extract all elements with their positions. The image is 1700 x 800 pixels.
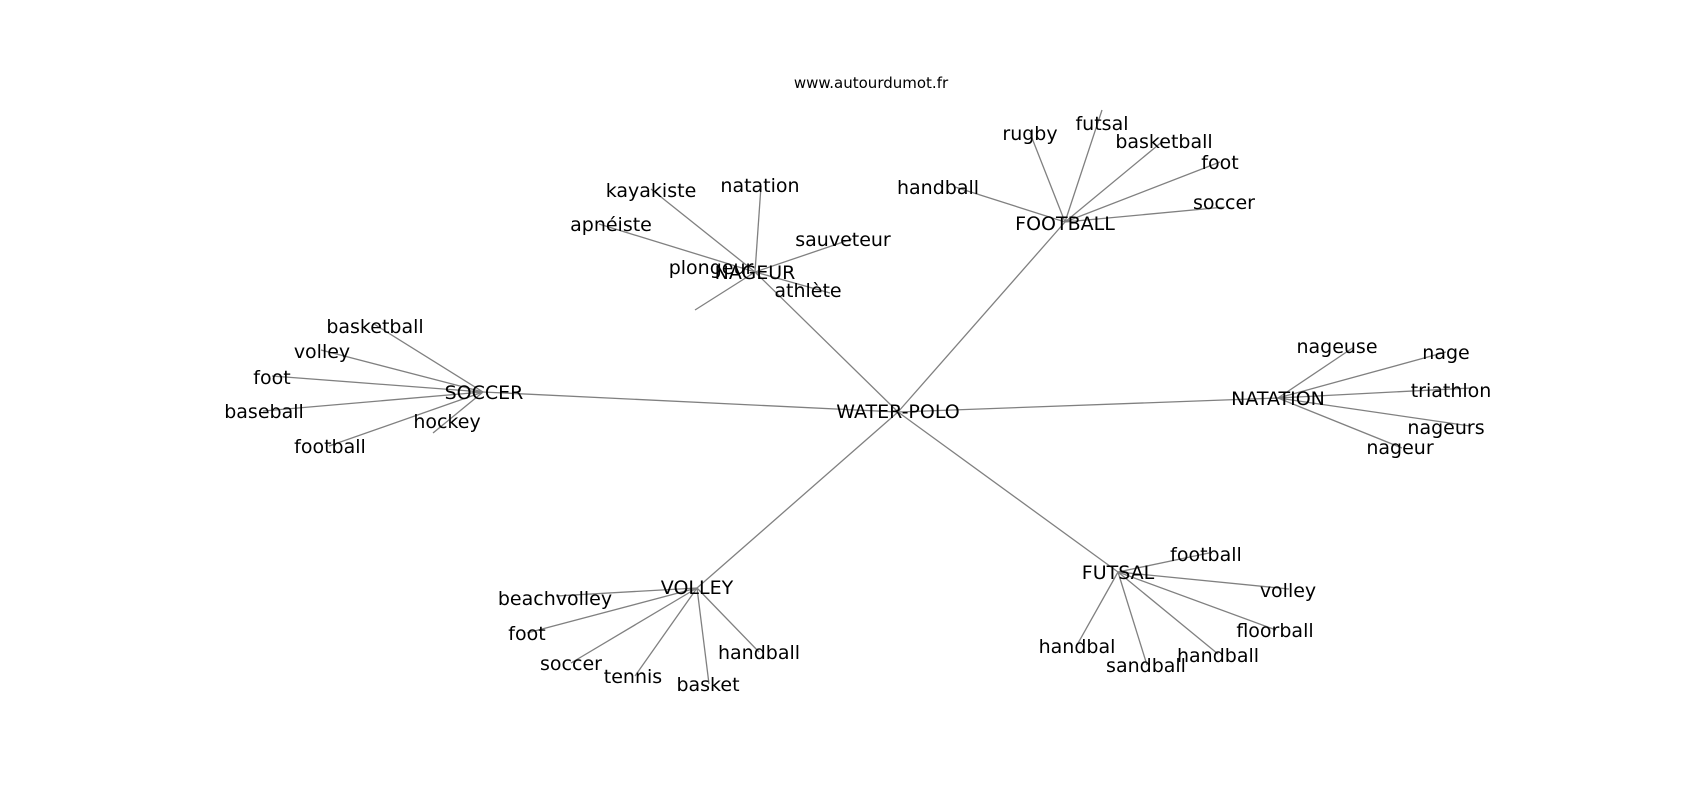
leaf-word: soccer	[540, 653, 602, 675]
edge-football-5	[1064, 206, 1226, 223]
leaf-word: sauveteur	[795, 229, 891, 251]
leaf-word: football	[294, 436, 366, 458]
edge-nageur-1	[650, 188, 756, 273]
hub-node-futsal: FUTSAL	[1082, 562, 1155, 584]
edge-center-futsal	[897, 411, 1119, 573]
leaf-word: basketball	[1115, 131, 1212, 153]
hub-node-football: FOOTBALL	[1015, 213, 1115, 235]
edge-natation-3	[1277, 397, 1471, 427]
leaf-word: handball	[897, 177, 979, 199]
edge-nageur-5	[694, 271, 756, 311]
leaf-word: plongeur	[669, 257, 754, 279]
edge-soccer-3	[262, 391, 484, 412]
edge-center-soccer	[482, 391, 899, 413]
edge-center-football	[897, 221, 1066, 413]
edge-nageur-3	[754, 238, 853, 273]
leaf-word: natation	[720, 175, 799, 197]
edge-futsal-2	[1117, 571, 1277, 631]
leaf-word: handball	[1177, 645, 1259, 667]
leaf-word: basket	[676, 674, 739, 696]
leaf-word: handball	[718, 642, 800, 664]
leaf-word: basketball	[326, 316, 423, 338]
edge-nageur-0	[598, 223, 756, 273]
leaf-word: handbal	[1039, 636, 1116, 658]
edge-football-0	[954, 186, 1066, 223]
edge-nageur-2	[754, 185, 762, 273]
leaf-word: futsal	[1075, 113, 1128, 135]
edge-soccer-0	[373, 323, 484, 393]
leaf-word: baseball	[224, 401, 304, 423]
edge-soccer-5	[432, 391, 484, 434]
leaf-word: volley	[294, 341, 350, 363]
leaf-word: foot	[253, 367, 290, 389]
hub-node-nageur: NAGEUR	[715, 262, 796, 284]
leaf-word: soccer	[1193, 192, 1255, 214]
edge-futsal-3	[1117, 571, 1219, 655]
leaf-word: apnéiste	[570, 214, 652, 236]
leaf-word: foot	[508, 623, 545, 645]
leaf-word: hockey	[413, 411, 480, 433]
edge-volley-3	[634, 587, 698, 677]
leaf-word: athlète	[774, 280, 841, 302]
edge-futsal-1	[1117, 571, 1290, 590]
edge-futsal-0	[1117, 552, 1210, 573]
edge-natation-0	[1277, 346, 1355, 399]
source-watermark: www.autourdumot.fr	[794, 74, 949, 92]
edge-soccer-1	[320, 349, 484, 393]
edge-volley-2	[570, 587, 698, 664]
edge-football-2	[1064, 109, 1103, 223]
edge-volley-1	[526, 587, 698, 634]
leaf-word: sandball	[1106, 655, 1186, 677]
leaf-word: kayakiste	[606, 180, 697, 202]
hub-node-volley: VOLLEY	[661, 577, 734, 599]
hub-node-natation: NATATION	[1231, 388, 1325, 410]
edge-volley-4	[696, 587, 710, 685]
edge-center-volley	[696, 411, 899, 589]
edge-center-nageur	[754, 271, 899, 413]
edge-natation-2	[1277, 387, 1472, 399]
leaf-word: triathlon	[1411, 380, 1492, 402]
edge-futsal-4	[1117, 571, 1148, 666]
leaf-word: football	[1170, 544, 1242, 566]
edge-football-4	[1064, 161, 1221, 223]
edge-nageur-4	[754, 271, 831, 294]
leaf-word: nageurs	[1407, 417, 1484, 439]
edge-football-3	[1064, 140, 1164, 223]
edge-volley-0	[555, 587, 698, 597]
edge-natation-1	[1277, 351, 1447, 399]
center-node: WATER-POLO	[836, 401, 959, 423]
leaf-word: nageuse	[1296, 336, 1377, 358]
edge-soccer-4	[328, 391, 484, 447]
leaf-word: nage	[1422, 342, 1469, 364]
leaf-word: rugby	[1002, 123, 1057, 145]
leaf-word: volley	[1260, 580, 1316, 602]
edge-soccer-2	[271, 375, 484, 393]
edge-volley-5	[696, 587, 760, 653]
leaf-word: nageur	[1366, 437, 1433, 459]
edge-center-natation	[897, 397, 1279, 413]
edge-football-1	[1029, 132, 1066, 223]
edges	[262, 109, 1472, 685]
leaf-word: tennis	[604, 666, 662, 688]
leaf-word: floorball	[1236, 620, 1313, 642]
leaf-word: foot	[1201, 152, 1238, 174]
edge-futsal-5	[1076, 571, 1119, 646]
edge-natation-4	[1277, 397, 1403, 449]
leaf-word: beachvolley	[498, 588, 612, 610]
labels: www.autourdumot.fr WATER-POLO handball ru…	[224, 74, 1491, 696]
hub-node-soccer: SOCCER	[445, 382, 524, 404]
